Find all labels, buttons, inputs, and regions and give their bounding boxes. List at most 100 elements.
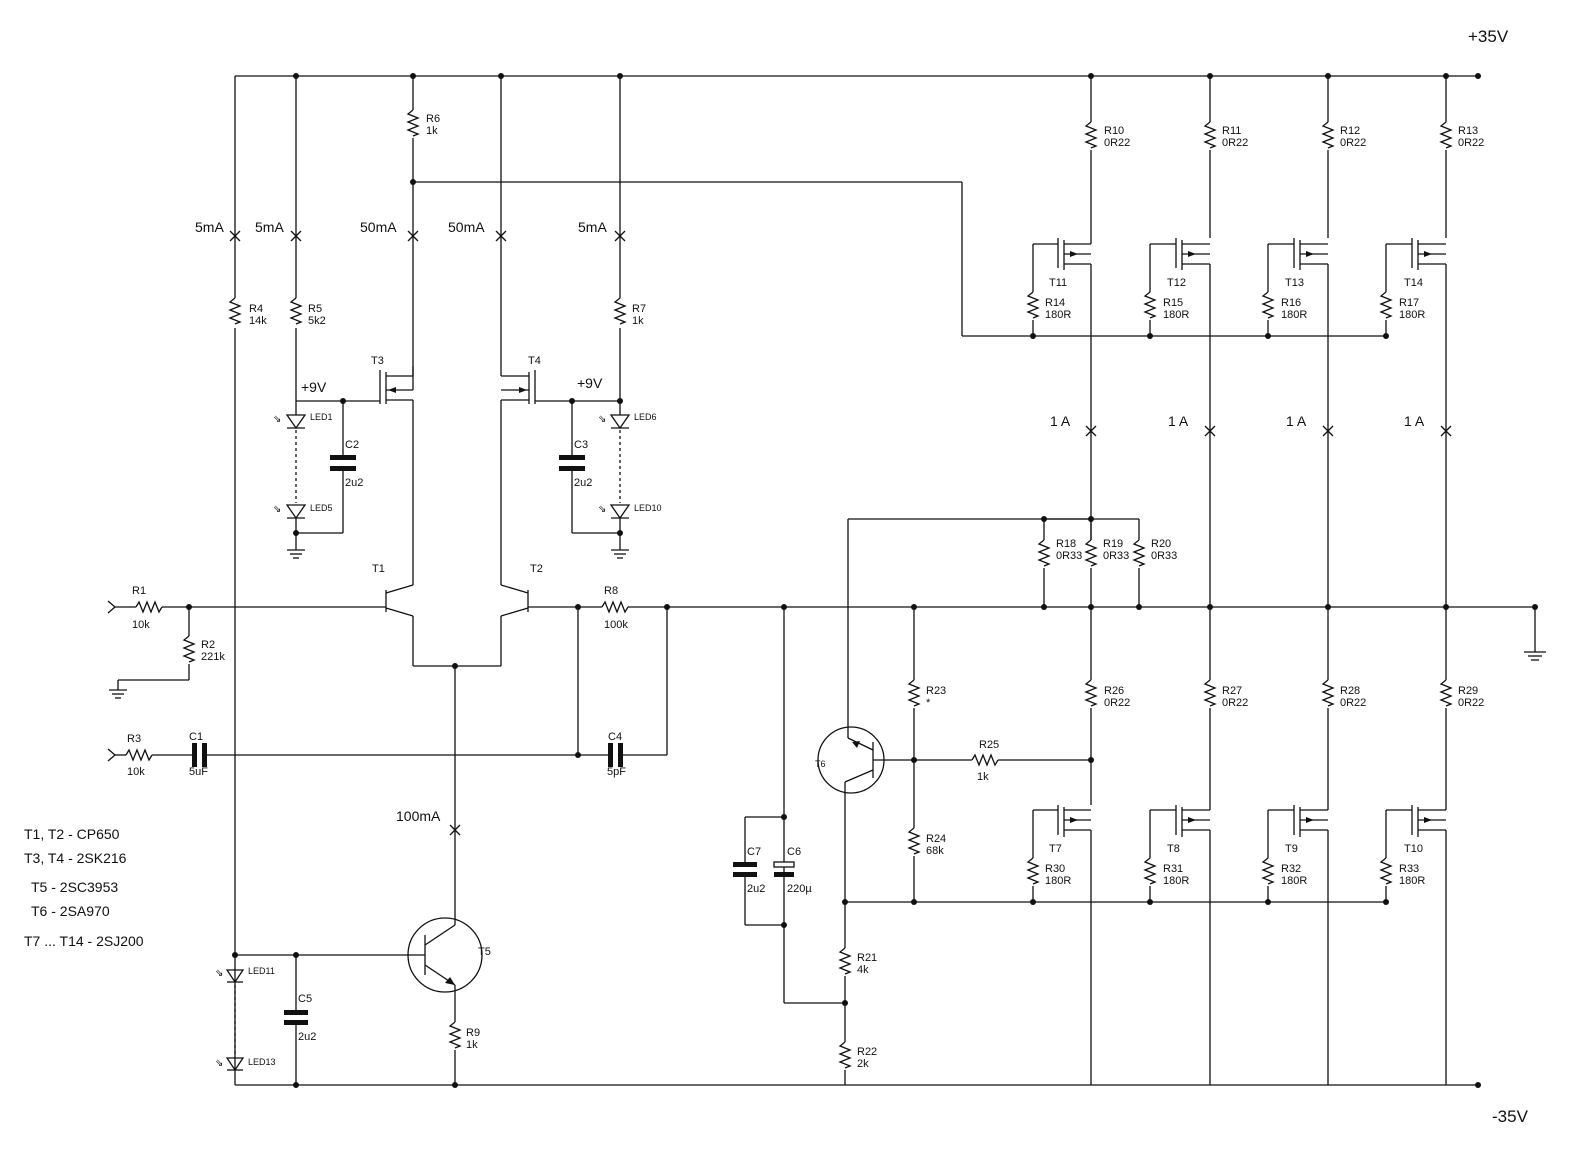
t7-label: T7 (1049, 843, 1062, 855)
led11-led13-string: LED11 LED13 ⇘ ⇘ (215, 966, 276, 1072)
led6-label: LED6 (634, 412, 657, 422)
r6-t3-column: R6 1k 50mA T3 (360, 76, 440, 585)
output-column-2: R11 0R22 T12 R15 180R 1 A R27 0R22 T8 R (1143, 76, 1248, 1085)
c6-c7-capacitors: C7 2u2 C6 220µ (733, 607, 845, 1004)
r31-value: 180R (1163, 875, 1189, 887)
input-r1-r2: R1 10k R2 221k (107, 585, 386, 699)
t2-transistor: T2 (500, 563, 543, 666)
led1-label: LED1 (310, 412, 333, 422)
r28-value: 0R22 (1340, 697, 1366, 709)
r29-value: 0R22 (1458, 697, 1484, 709)
c2-capacitor: C2 2u2 (330, 401, 363, 533)
c4-name: C4 (608, 731, 622, 743)
r10-value: 0R22 (1104, 137, 1130, 149)
r25-resistor: R25 1k (914, 739, 1094, 783)
c3-value: 2u2 (574, 477, 592, 489)
r32-value: 180R (1281, 875, 1307, 887)
r13-name: R13 (1458, 125, 1478, 137)
negative-rail-label: -35V (1492, 1107, 1529, 1126)
t4-column: 50mA T4 (448, 76, 620, 585)
out1-current: 1 A (1050, 413, 1071, 429)
r4-name: R4 (249, 303, 263, 315)
r30-name: R30 (1045, 863, 1065, 875)
r6-name: R6 (426, 113, 440, 125)
t4-label: T4 (528, 355, 541, 367)
r21-value: 4k (857, 964, 869, 976)
r17-value: 180R (1399, 309, 1425, 321)
out4-current: 1 A (1404, 413, 1425, 429)
parts-list-line: T7 ... T14 - 2SJ200 (24, 933, 144, 949)
parts-list-line: T3, T4 - 2SK216 (24, 850, 127, 866)
positive-rail: +35V (235, 27, 1509, 79)
positive-rail-label: +35V (1468, 27, 1509, 46)
r30-value: 180R (1045, 875, 1071, 887)
r3-value: 10k (127, 766, 145, 778)
t8-label: T8 (1167, 843, 1180, 855)
r23-r24-divider: R23 * R24 68k (907, 607, 946, 902)
r7-value: 1k (632, 315, 644, 327)
r9-value: 1k (466, 1039, 478, 1051)
lower-gate-bus (842, 899, 1389, 905)
r25-name: R25 (979, 739, 999, 751)
t1-label: T1 (372, 563, 385, 575)
parts-list: T1, T2 - CP650 T3, T4 - 2SK216 T5 - 2SC3… (24, 826, 144, 949)
r12-value: 0R22 (1340, 137, 1366, 149)
c5-name: C5 (298, 993, 312, 1005)
r10-name: R10 (1104, 125, 1124, 137)
r3-name: R3 (127, 733, 141, 745)
input-r3-c1: R3 10k C1 5uF (107, 731, 608, 778)
c5-capacitor: C5 2u2 (235, 952, 408, 1085)
r22-name: R22 (857, 1046, 877, 1058)
r21-name: R21 (857, 952, 877, 964)
led5-light-icon: ⇘ (273, 504, 281, 515)
c7-value: 2u2 (747, 883, 765, 895)
ltp-tail: 100mA (396, 663, 501, 925)
r11-value: 0R22 (1222, 137, 1248, 149)
right-9v-label: +9V (577, 375, 603, 391)
t5-current: 100mA (396, 808, 441, 824)
r23-name: R23 (926, 685, 946, 697)
r16-name: R16 (1281, 297, 1301, 309)
t1-transistor: T1 (372, 563, 414, 666)
r5-column: R5 5k2 5mA +9V LED1 LED5 ⇘ ⇘ (255, 76, 380, 559)
r8-value: 100k (604, 619, 628, 631)
feedback-network: R8 100k C4 5pF (528, 585, 1546, 778)
r5-value: 5k2 (308, 315, 326, 327)
r18-r20-bank: R18 0R33 R19 0R33 R20 0R33 (1037, 518, 1177, 610)
out2-current: 1 A (1168, 413, 1189, 429)
c6-value: 220µ (787, 883, 812, 895)
t10-label: T10 (1404, 843, 1423, 855)
led1-light-icon: ⇘ (273, 414, 281, 425)
c6-name: C6 (787, 846, 801, 858)
r5-name: R5 (308, 303, 322, 315)
r32-name: R32 (1281, 863, 1301, 875)
t11-label: T11 (1049, 277, 1067, 289)
r16-value: 180R (1281, 309, 1307, 321)
r5-current: 5mA (255, 219, 284, 235)
r26-value: 0R22 (1104, 697, 1130, 709)
r7-current: 5mA (578, 219, 607, 235)
r12-name: R12 (1340, 125, 1360, 137)
c3-name: C3 (574, 439, 588, 451)
t4-current: 50mA (448, 219, 485, 235)
r28-name: R28 (1340, 685, 1360, 697)
c2-name: C2 (345, 439, 359, 451)
led6-light-icon: ⇘ (598, 414, 606, 425)
left-9v-label: +9V (301, 379, 327, 395)
c2-value: 2u2 (345, 477, 363, 489)
r20-name: R20 (1151, 538, 1171, 550)
r14-name: R14 (1045, 297, 1065, 309)
t5-label: T5 (478, 946, 491, 958)
r4-value: 14k (249, 315, 267, 327)
r15-name: R15 (1163, 297, 1183, 309)
r31-name: R31 (1163, 863, 1183, 875)
r22-value: 2k (857, 1058, 869, 1070)
r17-name: R17 (1399, 297, 1419, 309)
led10-light-icon: ⇘ (598, 504, 606, 515)
r33-value: 180R (1399, 875, 1425, 887)
r15-value: 180R (1163, 309, 1189, 321)
r19-value: 0R33 (1103, 550, 1129, 562)
c5-value: 2u2 (298, 1031, 316, 1043)
left-bias-column: R4 14k 5mA (195, 76, 267, 1085)
t13-label: T13 (1285, 277, 1304, 289)
